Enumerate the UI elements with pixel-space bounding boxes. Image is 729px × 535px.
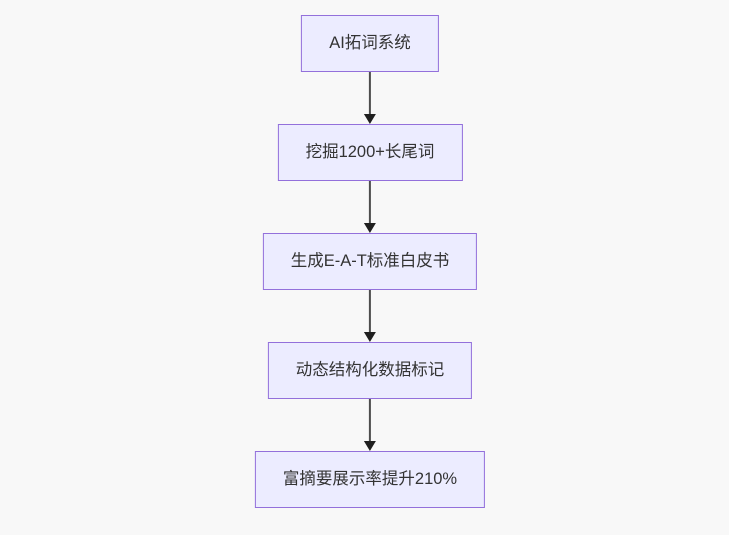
edge-line xyxy=(368,399,371,441)
flow-edge-1 xyxy=(363,72,376,124)
flow-edge-3 xyxy=(363,290,376,342)
flow-edge-2 xyxy=(363,181,376,233)
flow-node-step-3: 生成E-A-T标准白皮书 xyxy=(262,233,478,290)
arrow-down-icon xyxy=(363,332,376,342)
flowchart-column: AI拓词系统 挖掘1200+长尾词 生成E-A-T标准白皮书 动态结构化数据标记… xyxy=(254,15,486,508)
arrow-down-icon xyxy=(363,441,376,451)
flow-node-step-2: 挖掘1200+长尾词 xyxy=(277,124,463,181)
edge-line xyxy=(368,72,371,114)
edge-line xyxy=(368,181,371,223)
flow-node-step-5: 富摘要展示率提升210% xyxy=(254,451,486,508)
arrow-down-icon xyxy=(363,223,376,233)
flow-edge-4 xyxy=(363,399,376,451)
edge-line xyxy=(368,290,371,332)
arrow-down-icon xyxy=(363,114,376,124)
flow-node-step-4: 动态结构化数据标记 xyxy=(267,342,473,399)
flow-node-step-1: AI拓词系统 xyxy=(301,15,439,72)
